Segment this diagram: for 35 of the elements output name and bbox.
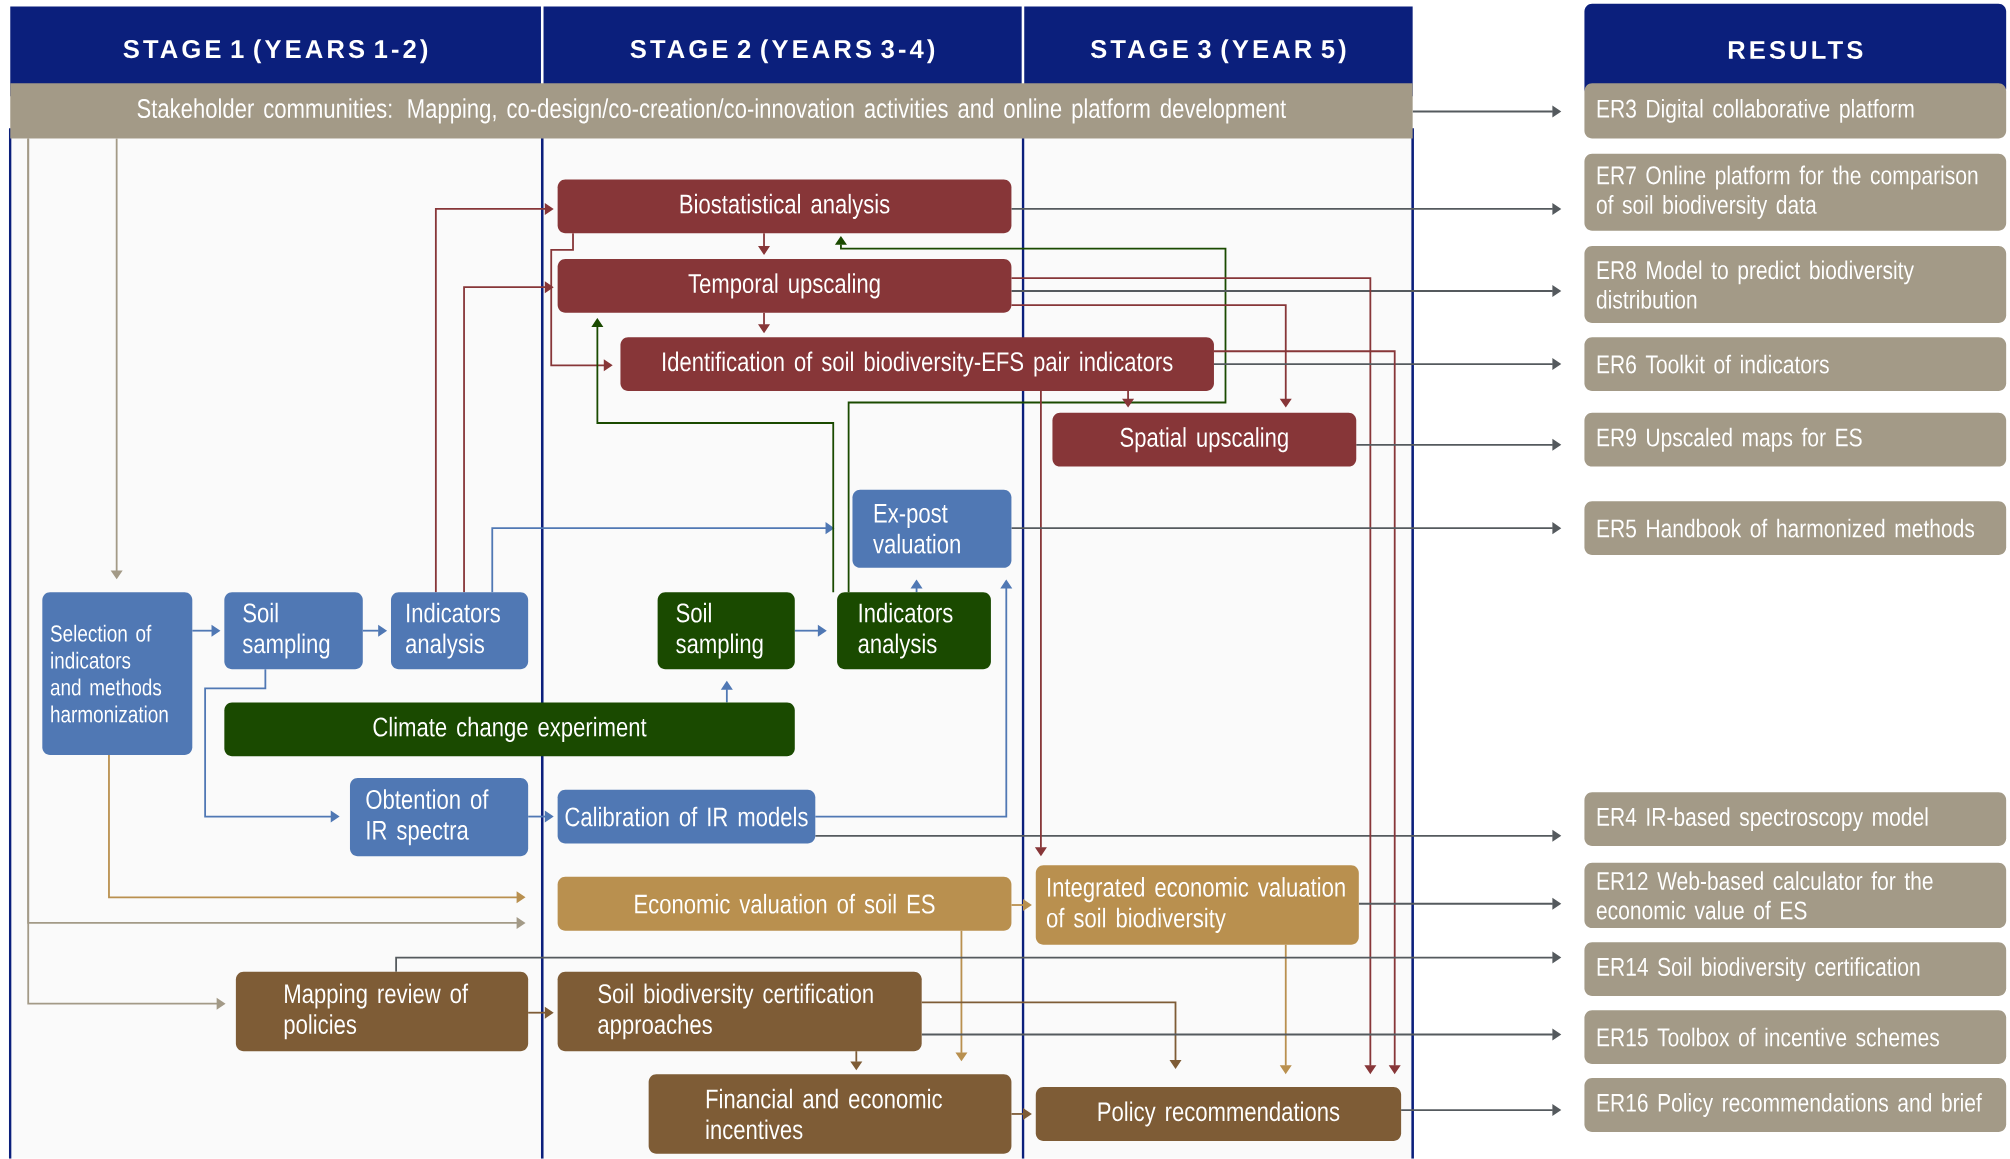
process-box: Identification of soil biodiversity-EFS pair indicators [620, 337, 1214, 392]
result-box: ER8 Model to predict biodiversity distribution [1584, 246, 2007, 324]
result-box: ER7 Online platform for the comparison of soil biodiversity data [1584, 153, 2007, 231]
process-box: Indicators analysis [391, 592, 529, 670]
arrow [591, 318, 835, 594]
process-box: Indicators analysis [837, 592, 991, 670]
arrow [834, 236, 1227, 594]
result-box: ER15 Toolbox of incentive schemes [1584, 1010, 2007, 1065]
arrow [463, 281, 554, 594]
process-box: Obtention of IR spectra [349, 778, 529, 857]
process-box: Selection of indicators and methods harmonization [42, 592, 193, 756]
process-box: Spatial upscaling [1052, 412, 1357, 467]
process-box: Ex-post valuation [852, 489, 1012, 568]
process-box: Soil sampling [224, 592, 363, 670]
process-box: Integrated economic valuation of soil biodiversity [1035, 865, 1359, 945]
process-box: Mapping review of policies [235, 971, 529, 1052]
result-box: ER16 Policy recommendations and brief [1584, 1078, 2007, 1132]
stakeholder-band: Stakeholder communities: Mapping, co-design/co-creation/co-innovation activities and online platform development [10, 83, 1413, 139]
result-box: ER3 Digital collaborative platform [1584, 83, 2007, 139]
process-box: Temporal upscaling [557, 259, 1012, 313]
result-box: ER12 Web-based calculator for the economic value of ES [1584, 862, 2007, 929]
result-box: ER4 IR-based spectroscopy model [1584, 792, 2007, 847]
result-box: ER6 Toolkit of indicators [1584, 337, 2007, 392]
process-box: Calibration of IR models [557, 789, 816, 844]
process-box: Soil sampling [657, 592, 795, 670]
result-box: ER14 Soil biodiversity certification [1584, 942, 2007, 997]
process-box: Climate change experiment [224, 702, 795, 757]
process-box: Policy recommendations [1035, 1087, 1402, 1141]
process-box: Economic valuation of soil ES [557, 876, 1012, 931]
arrow [434, 203, 554, 594]
process-box: Financial and economic incentives [648, 1074, 1012, 1154]
process-box: Biostatistical analysis [557, 179, 1012, 234]
result-box: ER9 Upscaled maps for ES [1584, 412, 2007, 467]
result-box: ER5 Handbook of harmonized methods [1584, 501, 2007, 556]
process-box: Soil biodiversity certification approaches [557, 971, 922, 1052]
